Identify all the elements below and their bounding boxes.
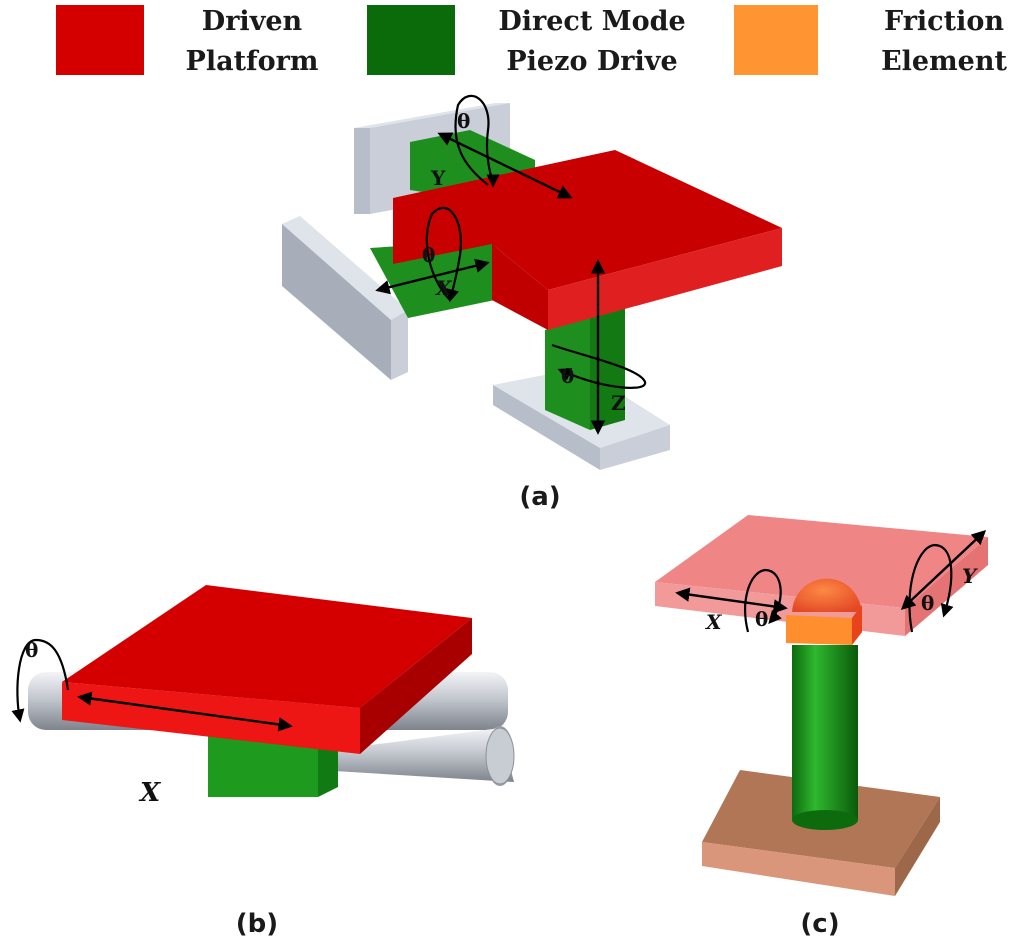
legend-swatch-friction-element xyxy=(734,5,818,75)
panel-label-c: (c) xyxy=(800,909,839,939)
axis-label-x: X xyxy=(704,610,723,634)
legend-swatch-piezo-drive xyxy=(367,5,455,75)
axis-label-y: Y xyxy=(430,166,446,190)
legend-label-line2: Piezo Drive xyxy=(506,46,677,77)
legend-item-friction-element: Friction Element xyxy=(734,5,1007,77)
panel-b-illustration: θ X xyxy=(11,585,515,808)
axis-label-z: Z xyxy=(611,391,626,415)
legend-label-line2: Platform xyxy=(186,46,319,77)
gray-mount-left xyxy=(282,216,408,380)
axis-label-theta: θ xyxy=(422,243,435,267)
axis-label-theta: θ xyxy=(561,364,574,388)
legend-label-line2: Element xyxy=(881,46,1007,77)
axis-label-x: X xyxy=(138,778,162,808)
axis-label-y: Y xyxy=(962,564,978,588)
panel-a-illustration: θ Y θ X θ Z xyxy=(282,94,782,470)
axis-label-x: X xyxy=(434,276,453,300)
legend-label-line1: Friction xyxy=(884,6,1004,37)
axis-label-theta: θ xyxy=(457,109,470,133)
legend-swatch-driven-platform xyxy=(56,5,144,75)
panel-label-a: (a) xyxy=(519,482,560,512)
legend-label-line1: Driven xyxy=(202,6,303,37)
axis-label-theta: θ xyxy=(25,638,38,662)
axis-label-theta: θ xyxy=(921,591,934,615)
friction-element xyxy=(786,578,862,645)
legend: Driven Platform Direct Mode Piezo Drive … xyxy=(56,5,1007,77)
piezo-cylinder xyxy=(792,645,858,830)
legend-label-line1: Direct Mode xyxy=(498,6,685,37)
panel-c-illustration: X θ θ Y xyxy=(655,515,988,896)
legend-item-driven-platform: Driven Platform xyxy=(56,5,318,77)
panel-label-b: (b) xyxy=(236,909,278,939)
legend-item-piezo-drive: Direct Mode Piezo Drive xyxy=(367,5,686,77)
axis-label-theta: θ xyxy=(755,607,768,631)
